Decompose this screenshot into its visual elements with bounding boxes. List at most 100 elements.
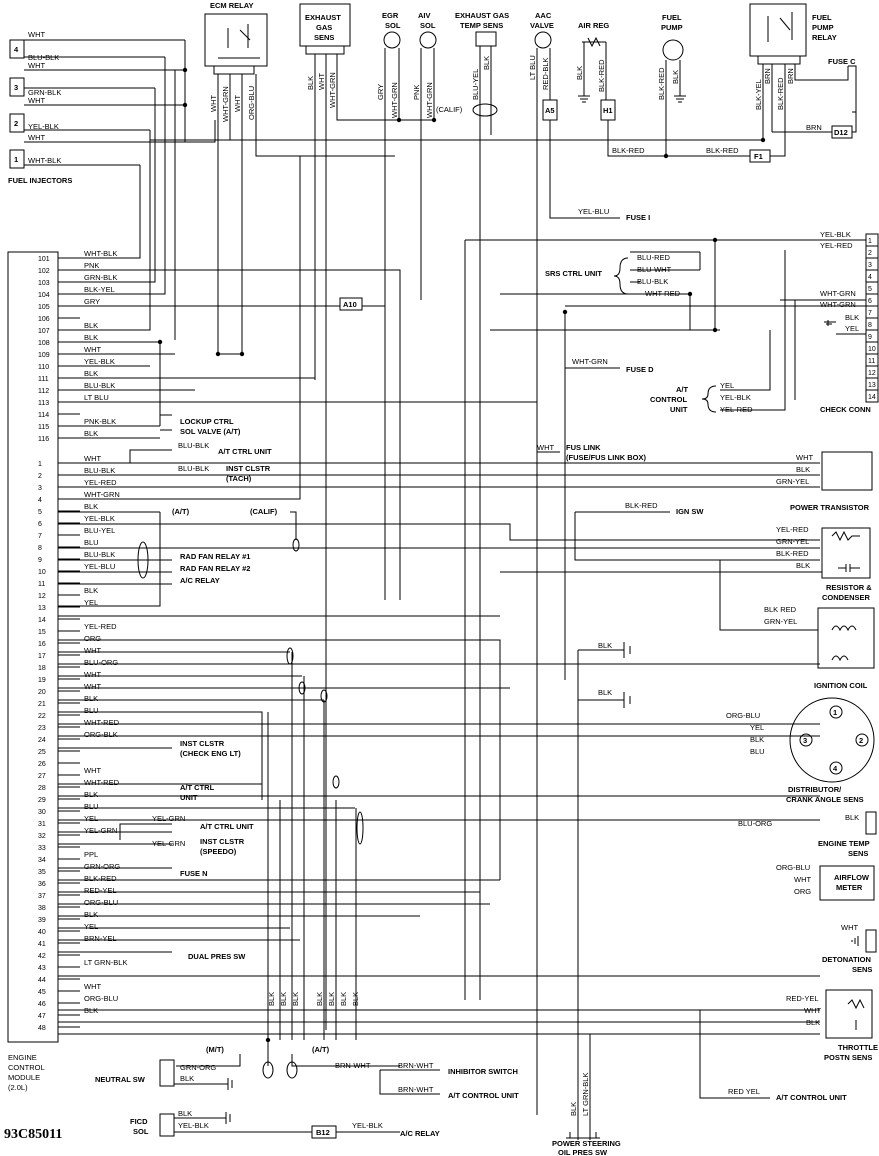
rc-wire-3: BLK-RED — [776, 549, 809, 558]
tps-wire-1: RED-YEL — [786, 994, 819, 1003]
coil-symbol — [831, 625, 857, 662]
fuse-c-label: FUSE C — [828, 57, 856, 66]
air-reg-wires — [583, 42, 607, 100]
ecm-pin-number: 44 — [38, 977, 46, 984]
inst-check-1: INST CLSTR — [180, 739, 225, 748]
ecm-pin-wire-color: BLK — [84, 369, 98, 378]
neutral-wire-1: GRN-ORG — [180, 1063, 216, 1072]
inst-tach-1: INST CLSTR — [226, 464, 271, 473]
ecm-pin-number: 6 — [38, 521, 42, 528]
ecm-pin-wire-color: BLU — [84, 802, 99, 811]
exhaust-gas-label-1: EXHAUST — [305, 13, 341, 22]
ecm-pin-wire-color: YEL — [84, 598, 98, 607]
afm-wire-2: WHT — [794, 875, 811, 884]
at-control-label-2: CONTROL — [650, 395, 687, 404]
ecm-pin-number: 18 — [38, 665, 46, 672]
afm-wire-1: ORG-BLU — [776, 863, 810, 872]
ecm-pin-wire-color: PNK — [84, 261, 99, 270]
rc-wire-1: YEL-RED — [776, 525, 809, 534]
ecm-pin-number: 30 — [38, 809, 46, 816]
at-wire-2: YEL-BLK — [720, 393, 751, 402]
injector-wires — [24, 39, 185, 166]
detonation-sensor: WHT DETONATION SENS — [822, 923, 877, 974]
check-wire-5: WHT-GRN — [820, 289, 856, 298]
at-label: (A/T) — [172, 507, 190, 516]
check-conn-pin-number: 13 — [868, 382, 876, 389]
ecm-pin-wire-color: WHT — [84, 682, 101, 691]
splice — [239, 351, 245, 357]
fuel-pump-relay-symbol — [767, 12, 793, 42]
afm-wire-3: ORG — [794, 887, 811, 896]
ecm-pin-number: 23 — [38, 725, 46, 732]
aac-wire-2: RED-BLK — [541, 57, 550, 90]
dist-wire-3: BLK — [750, 735, 764, 744]
ecm-pin-wire-color: WHT — [84, 345, 101, 354]
ecm-relay-symbol — [218, 24, 260, 59]
air-reg-symbol — [582, 36, 606, 48]
ac-relay-bottom: A/C RELAY — [400, 1129, 440, 1138]
ecm-pin-wire-color: WHT — [84, 982, 101, 991]
check-wire-1: YEL-BLK — [820, 230, 851, 239]
aac-valve: AAC VALVE LT BLU RED-BLK A5 YEL-BLU FUSE… — [528, 11, 650, 1115]
ecm-relay-wire-1: WHT — [209, 95, 218, 112]
ecm-pin-wire-color: BLU-BLK — [84, 466, 115, 475]
det-body — [865, 929, 877, 953]
ecm-pin-wire-color: BLK-YEL — [84, 285, 115, 294]
at-ctrl2-1: A/T CTRL — [180, 783, 215, 792]
ecm-pin-number: 45 — [38, 989, 46, 996]
red-yel-label: RED YEL — [728, 1087, 760, 1096]
injector-3-num: 3 — [14, 83, 18, 92]
aac-label-1: AAC — [535, 11, 552, 20]
ecm-pin-wire-color: WHT — [84, 454, 101, 463]
srs-at-wires — [464, 239, 870, 1000]
ecm-pin-wire-color: ORG — [84, 634, 101, 643]
ecm-pin-number: 31 — [38, 821, 46, 828]
egt-label-2: TEMP SENS — [460, 21, 503, 30]
aac-valve-symbol — [534, 31, 552, 49]
vwire-4: BLK — [315, 992, 324, 1006]
ps-blk-2: BLK — [598, 688, 612, 697]
fuel-pump-label-2: PUMP — [661, 23, 683, 32]
ficd-label-1: FICD — [130, 1117, 148, 1126]
ecm-pin-wire-color: YEL — [84, 922, 98, 931]
ps-switch-symbol — [566, 1132, 600, 1139]
blu-blk-label-b: BLU-BLK — [178, 464, 209, 473]
splice — [687, 291, 693, 297]
ecm-label-3: MODULE — [8, 1073, 40, 1082]
aiv-wire-2: WHT-GRN — [425, 82, 434, 118]
srs-wire-2: BLU-WHT — [637, 265, 672, 274]
tps-body — [825, 989, 873, 1039]
ecm-pin-wire-color: BLK — [84, 321, 98, 330]
ecm-pin-wire-color: YEL — [84, 814, 98, 823]
h1-label: H1 — [603, 106, 613, 115]
ecm-pin-wire-color: WHT-RED — [84, 718, 120, 727]
at-control-label-3: UNIT — [670, 405, 688, 414]
splice — [182, 67, 188, 73]
aiv-solenoid: AIV SOL PNK WHT-GRN — [400, 11, 437, 300]
ets-title-1: ENGINE TEMP — [818, 839, 870, 848]
ps-blk-1: BLK — [598, 641, 612, 650]
aiv-label-1: AIV — [418, 11, 431, 20]
exhaust-gas-label-2: GAS — [316, 23, 332, 32]
check-conn-pin-number: 14 — [868, 394, 876, 401]
splice — [215, 351, 221, 357]
ps-wire-1: BLK — [569, 1102, 578, 1116]
fpr-wire-2: BRN — [763, 68, 772, 84]
check-conn-pin-number: 10 — [868, 346, 876, 353]
inj1-wire-b: WHT-BLK — [28, 156, 61, 165]
ecm-pin-number: 2 — [38, 473, 42, 480]
ecm-pin-wire-color: BLU — [84, 706, 99, 715]
inhibitor-wires — [379, 1069, 440, 1095]
ecm-pin-number: 16 — [38, 641, 46, 648]
ecm-label-2: CONTROL — [8, 1063, 45, 1072]
egr-sol-symbol — [383, 31, 401, 49]
option-marker — [298, 681, 306, 695]
at-control-wire-bottom — [699, 1010, 770, 1099]
ac-relay-label: A/C RELAY — [180, 576, 220, 585]
engine-control-module: 101WHT-BLK102PNK103GRN-BLK104BLK-YEL105G… — [7, 249, 127, 1092]
ecm-relay-connector — [213, 65, 255, 75]
f1-connector — [749, 149, 771, 163]
pt-wire-3: GRN-YEL — [776, 477, 809, 486]
yel-grn-b: YEL-GRN — [152, 839, 185, 848]
ground-icon — [578, 95, 590, 103]
